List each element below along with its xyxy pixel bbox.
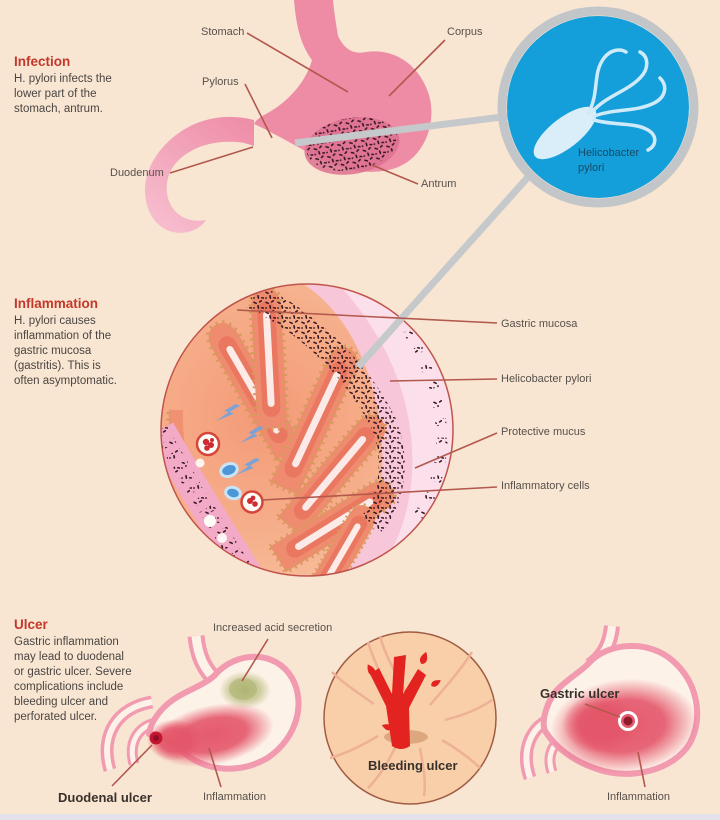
leader-lines: [111, 32, 646, 788]
magnifier-connectors: [294, 112, 532, 370]
mucosa-circle-border: [160, 283, 454, 577]
ulcer-heading: Ulcer: [14, 617, 48, 632]
infection-heading: Infection: [14, 54, 71, 69]
bacterium-icon: [533, 48, 667, 160]
gastric-ulcer-stomach: [520, 624, 701, 781]
pylorus-label: Pylorus: [202, 76, 239, 88]
bleeding-ulcer-label: Bleeding ulcer: [368, 758, 458, 773]
corpus-label: Corpus: [447, 26, 483, 38]
ulcer-body: Gastric inflammation may lead to duodena…: [14, 636, 132, 723]
mucus-layer-light: [344, 290, 453, 572]
gastric-ulcer-spot: [618, 711, 638, 731]
inflammation-right-label: Inflammation: [607, 791, 670, 803]
inflammatory-cells-cluster: [195, 431, 264, 543]
magnifier-label: Helicobacter pylori: [578, 146, 639, 176]
increased-acid-secretion-label: Increased acid secretion: [213, 622, 333, 634]
inflammatory-cells-label: Inflammatory cells: [501, 480, 590, 492]
infection-body: H. pylori infects the lower part of the …: [14, 73, 112, 115]
gastric-mucosa-label: Gastric mucosa: [501, 318, 578, 330]
lymphocyte-cell: [224, 485, 242, 501]
mucosa-circle: [161, 284, 453, 576]
antrum-label: Antrum: [421, 178, 457, 190]
duodenal-ulcer-stomach: [100, 634, 302, 772]
gastric-ulcer-label: Gastric ulcer: [540, 686, 620, 701]
helicobacter-pylori-label: Helicobacter pylori: [501, 373, 592, 385]
inflammation-body: H. pylori causes inflammation of the gas…: [14, 315, 117, 387]
neutrophil-cell: [195, 431, 221, 457]
magnifier-circle: [497, 6, 699, 208]
duodenum-shape: [144, 116, 254, 233]
bleeding-vessel: [370, 655, 426, 749]
bleeding-ulcer-circle: [323, 631, 497, 805]
vessel-band-specks: [161, 426, 257, 576]
magnifier-label-line1: Helicobacter: [578, 147, 640, 159]
stomach-illustration: [144, 0, 432, 233]
magnifier-label-line2: pylori: [578, 162, 605, 174]
bacteria-band: [246, 284, 405, 533]
bottom-strip: [0, 814, 720, 820]
lymphocyte-cell: [219, 461, 239, 479]
duodenum-label: Duodenum: [110, 167, 164, 179]
neutrophil-cell: [240, 490, 264, 514]
duodenal-ulcer-label: Duodenal ulcer: [58, 790, 152, 805]
protective-mucus-label: Protective mucus: [501, 426, 586, 438]
inflammation-heading: Inflammation: [14, 296, 99, 311]
inflammation-left-label: Inflammation: [203, 791, 266, 803]
bacteria-scatter: [403, 327, 448, 526]
stomach-label: Stomach: [201, 26, 245, 38]
